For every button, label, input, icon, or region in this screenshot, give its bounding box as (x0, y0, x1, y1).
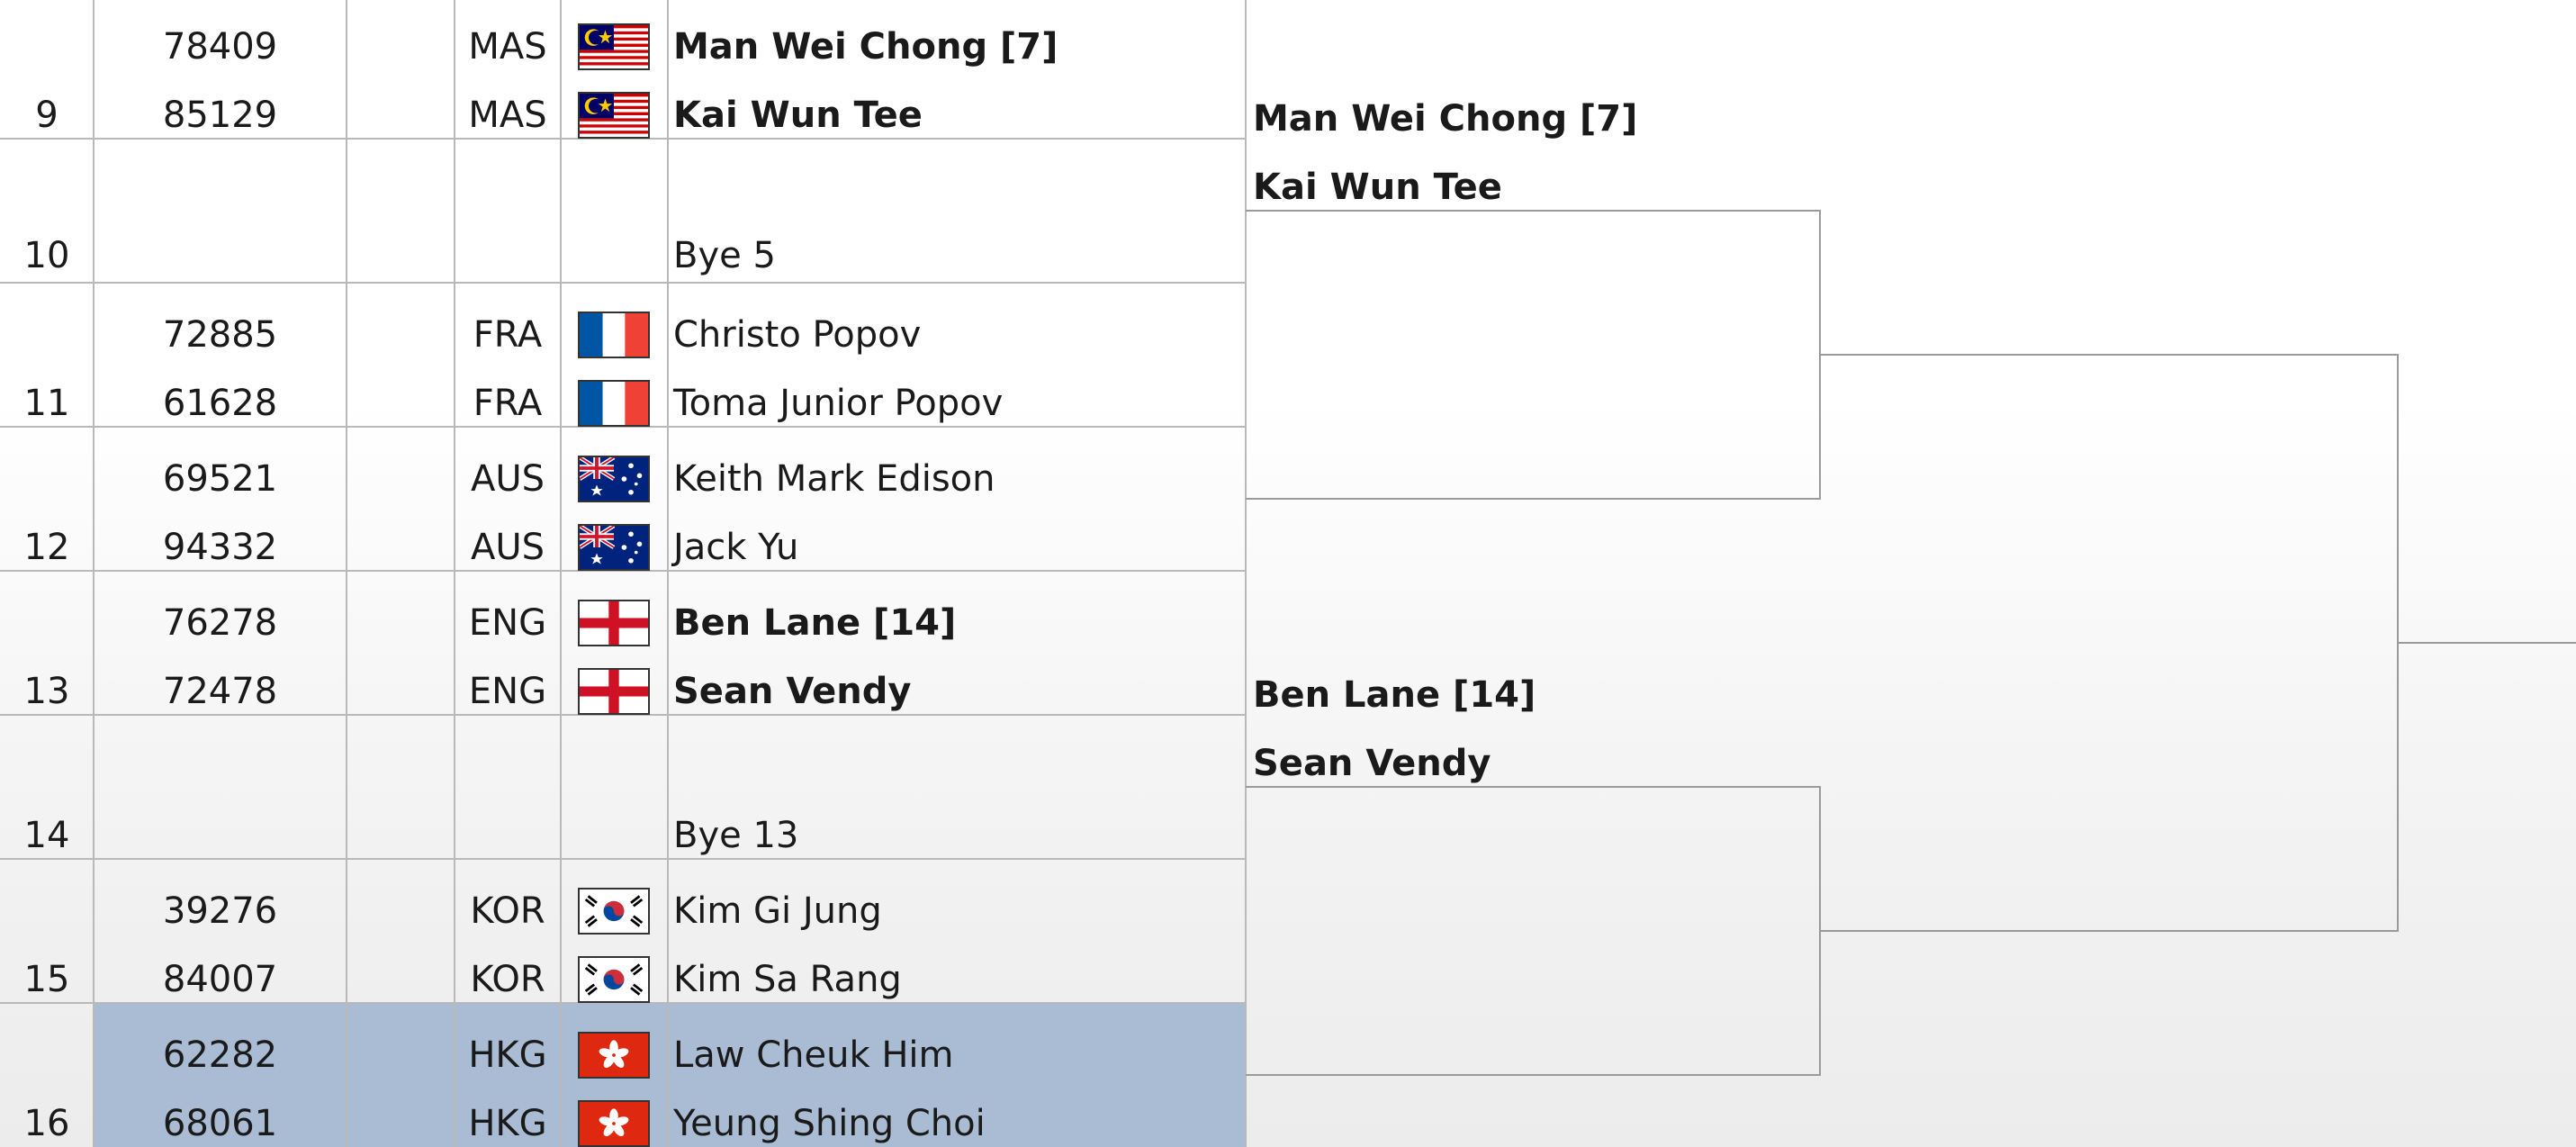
player-name[interactable]: Yeung Shing Choi (673, 1103, 986, 1144)
bye-slot[interactable]: Bye 5 (673, 235, 776, 276)
round2-player-name[interactable]: Kai Wun Tee (1253, 167, 1502, 208)
member-id: 69521 (162, 458, 278, 500)
country-code: AUS (470, 458, 545, 500)
round2-player-name[interactable]: Ben Lane [14] (1253, 674, 1536, 716)
player-name[interactable]: Man Wei Chong [7] (673, 26, 1058, 68)
player-name[interactable]: Christo Popov (673, 314, 922, 356)
draw-number: 10 (23, 235, 70, 276)
draw-pair-box (0, 138, 1247, 283)
england-flag-icon (578, 668, 650, 715)
member-id: 72478 (162, 671, 278, 712)
draw-pair-box (0, 714, 1247, 859)
south-korea-flag-icon (578, 888, 650, 935)
country-code: ENG (468, 602, 547, 644)
draw-number: 12 (23, 527, 70, 568)
member-id: 94332 (162, 527, 278, 568)
draw-number: 11 (23, 383, 70, 424)
country-code: ENG (468, 671, 547, 712)
australia-flag-icon (578, 456, 650, 502)
country-code: FRA (473, 383, 543, 424)
hong-kong-flag-icon (578, 1032, 650, 1079)
draw-number: 16 (23, 1103, 70, 1144)
bye-slot[interactable]: Bye 13 (673, 815, 799, 856)
member-id: 85129 (162, 95, 278, 136)
draw-pair-box (0, 570, 1247, 715)
draw-number: 14 (23, 815, 70, 856)
country-code: KOR (470, 959, 545, 1000)
member-id: 39276 (162, 890, 278, 932)
country-code: KOR (470, 890, 545, 932)
player-name[interactable]: Kim Gi Jung (673, 890, 882, 932)
player-name[interactable]: Keith Mark Edison (673, 458, 995, 500)
country-code: MAS (468, 26, 547, 68)
player-name[interactable]: Toma Junior Popov (673, 383, 1004, 424)
malaysia-flag-icon (578, 92, 650, 139)
member-id: 76278 (162, 602, 278, 644)
country-code: MAS (468, 95, 547, 136)
bracket-round3 (1820, 354, 2576, 932)
player-name[interactable]: Ben Lane [14] (673, 602, 957, 644)
player-name[interactable]: Jack Yu (673, 527, 799, 568)
member-id: 78409 (162, 26, 278, 68)
malaysia-flag-icon (578, 23, 650, 70)
south-korea-flag-icon (578, 956, 650, 1003)
member-id: 61628 (162, 383, 278, 424)
round2-player-name[interactable]: Sean Vendy (1253, 743, 1491, 784)
country-code: HKG (468, 1103, 547, 1144)
member-id: 68061 (162, 1103, 278, 1144)
player-name[interactable]: Sean Vendy (673, 671, 912, 712)
draw-number: 13 (23, 671, 70, 712)
france-flag-icon (578, 380, 650, 427)
player-name[interactable]: Law Cheuk Him (673, 1034, 954, 1076)
country-code: FRA (473, 314, 543, 356)
draw-number: 15 (23, 959, 70, 1000)
country-code: HKG (468, 1034, 547, 1076)
member-id: 84007 (162, 959, 278, 1000)
member-id: 62282 (162, 1034, 278, 1076)
player-name[interactable]: Kim Sa Rang (673, 959, 902, 1000)
draw-number: 9 (35, 95, 59, 136)
player-name[interactable]: Kai Wun Tee (673, 95, 923, 136)
selected-row-highlight (94, 1003, 1246, 1147)
australia-flag-icon (578, 524, 650, 571)
draw-pair-box (0, 282, 1247, 427)
round2-player-name[interactable]: Man Wei Chong [7] (1253, 98, 1638, 140)
country-code: AUS (470, 527, 545, 568)
draw-pair-box (0, 858, 1247, 1003)
member-id: 72885 (162, 314, 278, 356)
france-flag-icon (578, 312, 650, 358)
hong-kong-flag-icon (578, 1100, 650, 1147)
england-flag-icon (578, 600, 650, 646)
